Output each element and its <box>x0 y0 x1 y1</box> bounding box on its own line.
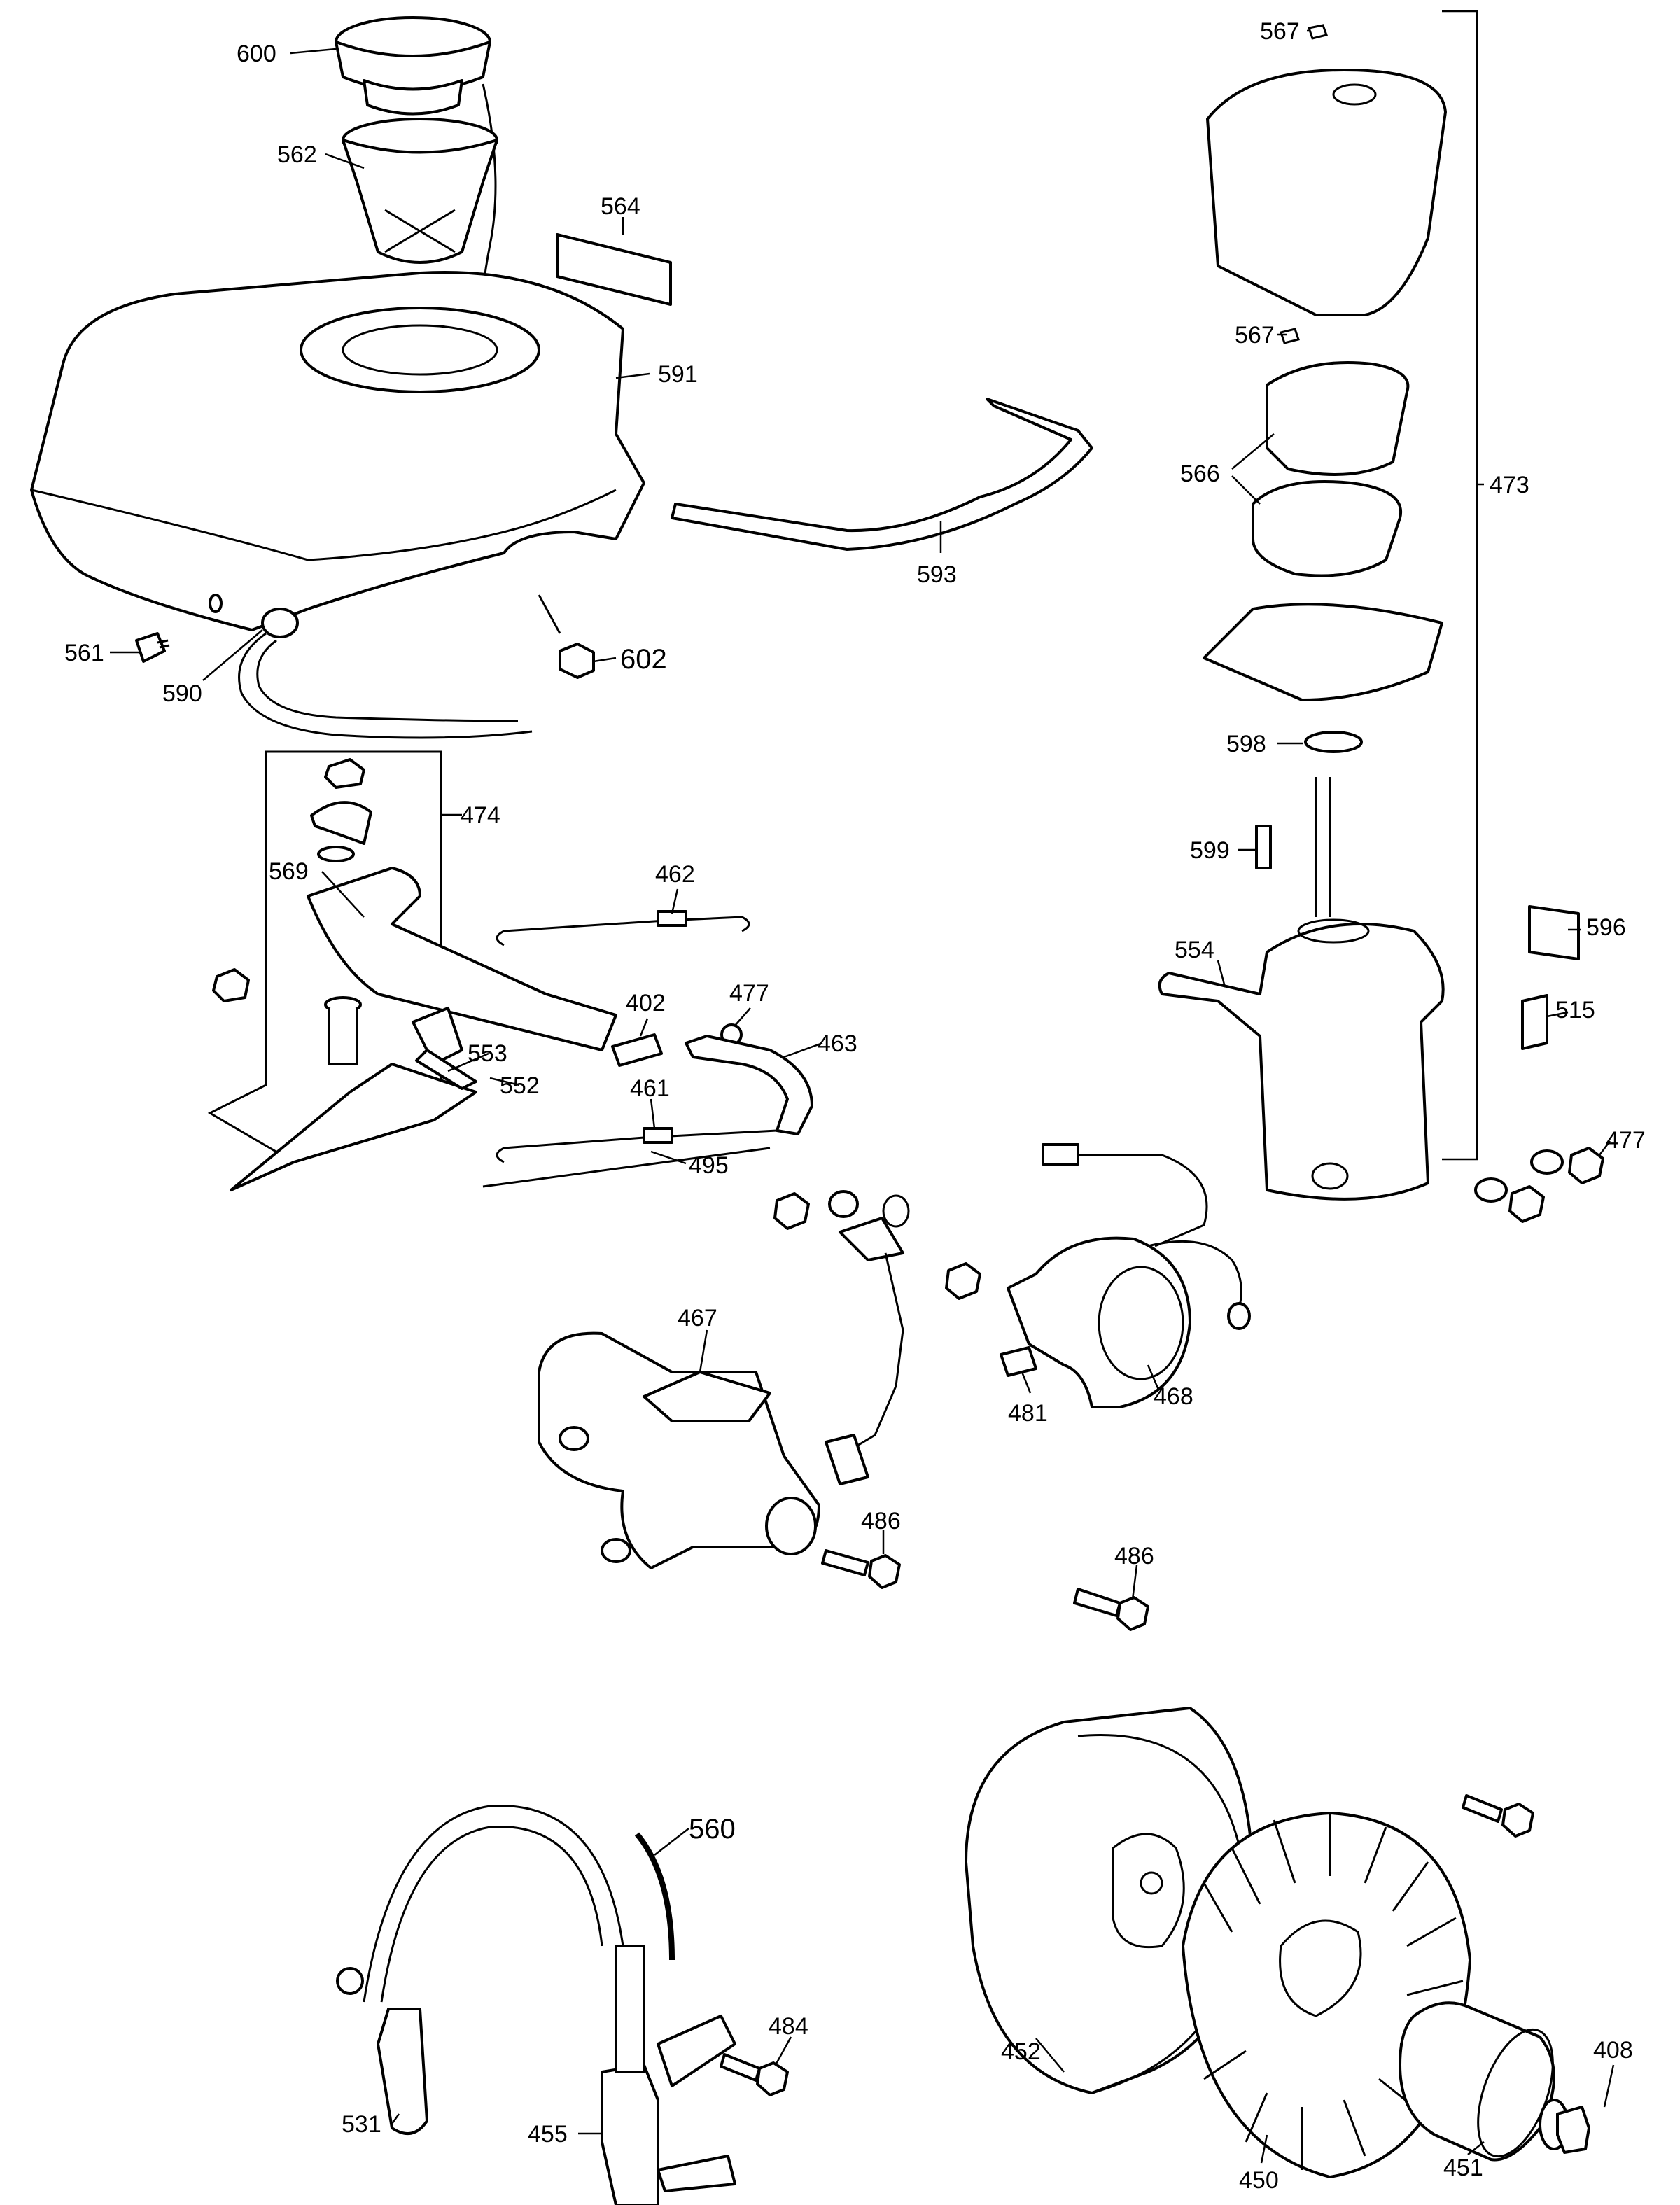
lever-463-part <box>685 1035 813 1135</box>
part-label-560: 560 <box>689 1814 736 1844</box>
part-label-561: 561 <box>64 640 104 666</box>
air-filter-part <box>1252 361 1410 578</box>
spring-rod-462-part <box>496 910 750 946</box>
nut-408-part <box>1539 2099 1590 2154</box>
part-label-590: 590 <box>162 680 202 707</box>
part-label-451: 451 <box>1443 2155 1483 2181</box>
part-label-486-right: 486 <box>1114 1543 1154 1569</box>
fuel-cap-part <box>335 16 497 379</box>
starter-motor-part <box>538 1331 820 1569</box>
pin-402-part <box>611 1033 663 1067</box>
wing-nut-part <box>1280 328 1300 344</box>
decal-label-part <box>556 233 672 306</box>
part-label-591: 591 <box>658 361 698 388</box>
bolt-486-left-part <box>821 1549 901 1589</box>
part-label-481: 481 <box>1008 1400 1048 1427</box>
air-cleaner-base-part <box>1203 603 1443 701</box>
part-label-495: 495 <box>689 1152 729 1179</box>
assembly-473-bracket <box>1442 10 1478 1161</box>
decal-515-part <box>1521 994 1548 1050</box>
part-label-554: 554 <box>1175 937 1214 963</box>
part-label-474: 474 <box>461 802 500 829</box>
part-label-473: 473 <box>1490 472 1530 498</box>
fuel-strainer-part <box>342 118 498 264</box>
part-label-450: 450 <box>1239 2167 1279 2194</box>
nuts-477-pair-part <box>1474 1147 1604 1223</box>
part-label-455: 455 <box>528 2121 568 2148</box>
part-label-486-left: 486 <box>861 1508 901 1534</box>
part-label-600: 600 <box>237 41 276 67</box>
wing-nut-top-part <box>1308 24 1328 40</box>
part-label-593: 593 <box>917 561 957 588</box>
part-label-552: 552 <box>500 1072 540 1099</box>
starter-cup-part <box>1399 2001 1555 2162</box>
part-label-468: 468 <box>1154 1383 1194 1410</box>
part-label-567: 567 <box>1235 322 1275 349</box>
part-label-515: 515 <box>1555 997 1595 1023</box>
part-label-566: 566 <box>1180 461 1220 487</box>
part-label-564: 564 <box>601 193 640 220</box>
part-label-452: 452 <box>1001 2038 1041 2065</box>
spring-rod-461-part <box>482 1127 778 1188</box>
nut-602-part <box>559 643 595 679</box>
solenoid-part <box>945 1143 1251 1408</box>
part-label-462: 462 <box>655 861 695 888</box>
bolt-599-part <box>1255 825 1272 869</box>
drain-screw-part <box>538 594 561 634</box>
part-label-599: 599 <box>1190 837 1230 864</box>
part-label-477-right: 477 <box>1606 1127 1646 1154</box>
part-label-477: 477 <box>729 980 769 1007</box>
part-label-567-top: 567 <box>1260 18 1300 45</box>
part-label-484: 484 <box>769 2013 808 2040</box>
bolt-486-right-part <box>1073 1588 1149 1631</box>
gasket-part <box>671 398 1093 551</box>
part-label-602: 602 <box>620 644 667 675</box>
part-label-463: 463 <box>818 1030 858 1057</box>
air-cleaner-cover-part <box>1206 69 1447 316</box>
stud-part <box>1315 777 1331 917</box>
air-intake-elbow-part <box>1158 918 1445 1200</box>
fuel-tank-part <box>30 271 645 631</box>
ignition-coil-part <box>336 1805 736 2205</box>
o-ring-598-part <box>1304 731 1363 753</box>
throttle-assembly-part <box>207 750 617 1191</box>
part-label-562: 562 <box>277 141 317 168</box>
bolt-484-part <box>720 2053 789 2096</box>
part-label-531: 531 <box>342 2111 382 2138</box>
flywheel-fan-part <box>1182 1812 1471 2178</box>
part-label-402: 402 <box>626 990 666 1016</box>
bolt-561-part <box>135 632 170 663</box>
starter-cable-part <box>774 1190 910 1485</box>
part-label-408: 408 <box>1593 2037 1633 2064</box>
part-label-598: 598 <box>1226 731 1266 757</box>
part-label-596: 596 <box>1586 914 1626 941</box>
leader-lines <box>110 29 1615 2164</box>
part-label-467: 467 <box>678 1305 718 1331</box>
part-label-553: 553 <box>468 1040 507 1067</box>
bolt-481-part <box>1000 1346 1037 1377</box>
fuel-valve-590-part <box>238 608 533 739</box>
part-label-569: 569 <box>269 858 309 885</box>
bolt-flywheel-part <box>1462 1794 1534 1837</box>
decal-596-part <box>1528 905 1580 960</box>
part-label-461: 461 <box>630 1075 670 1102</box>
